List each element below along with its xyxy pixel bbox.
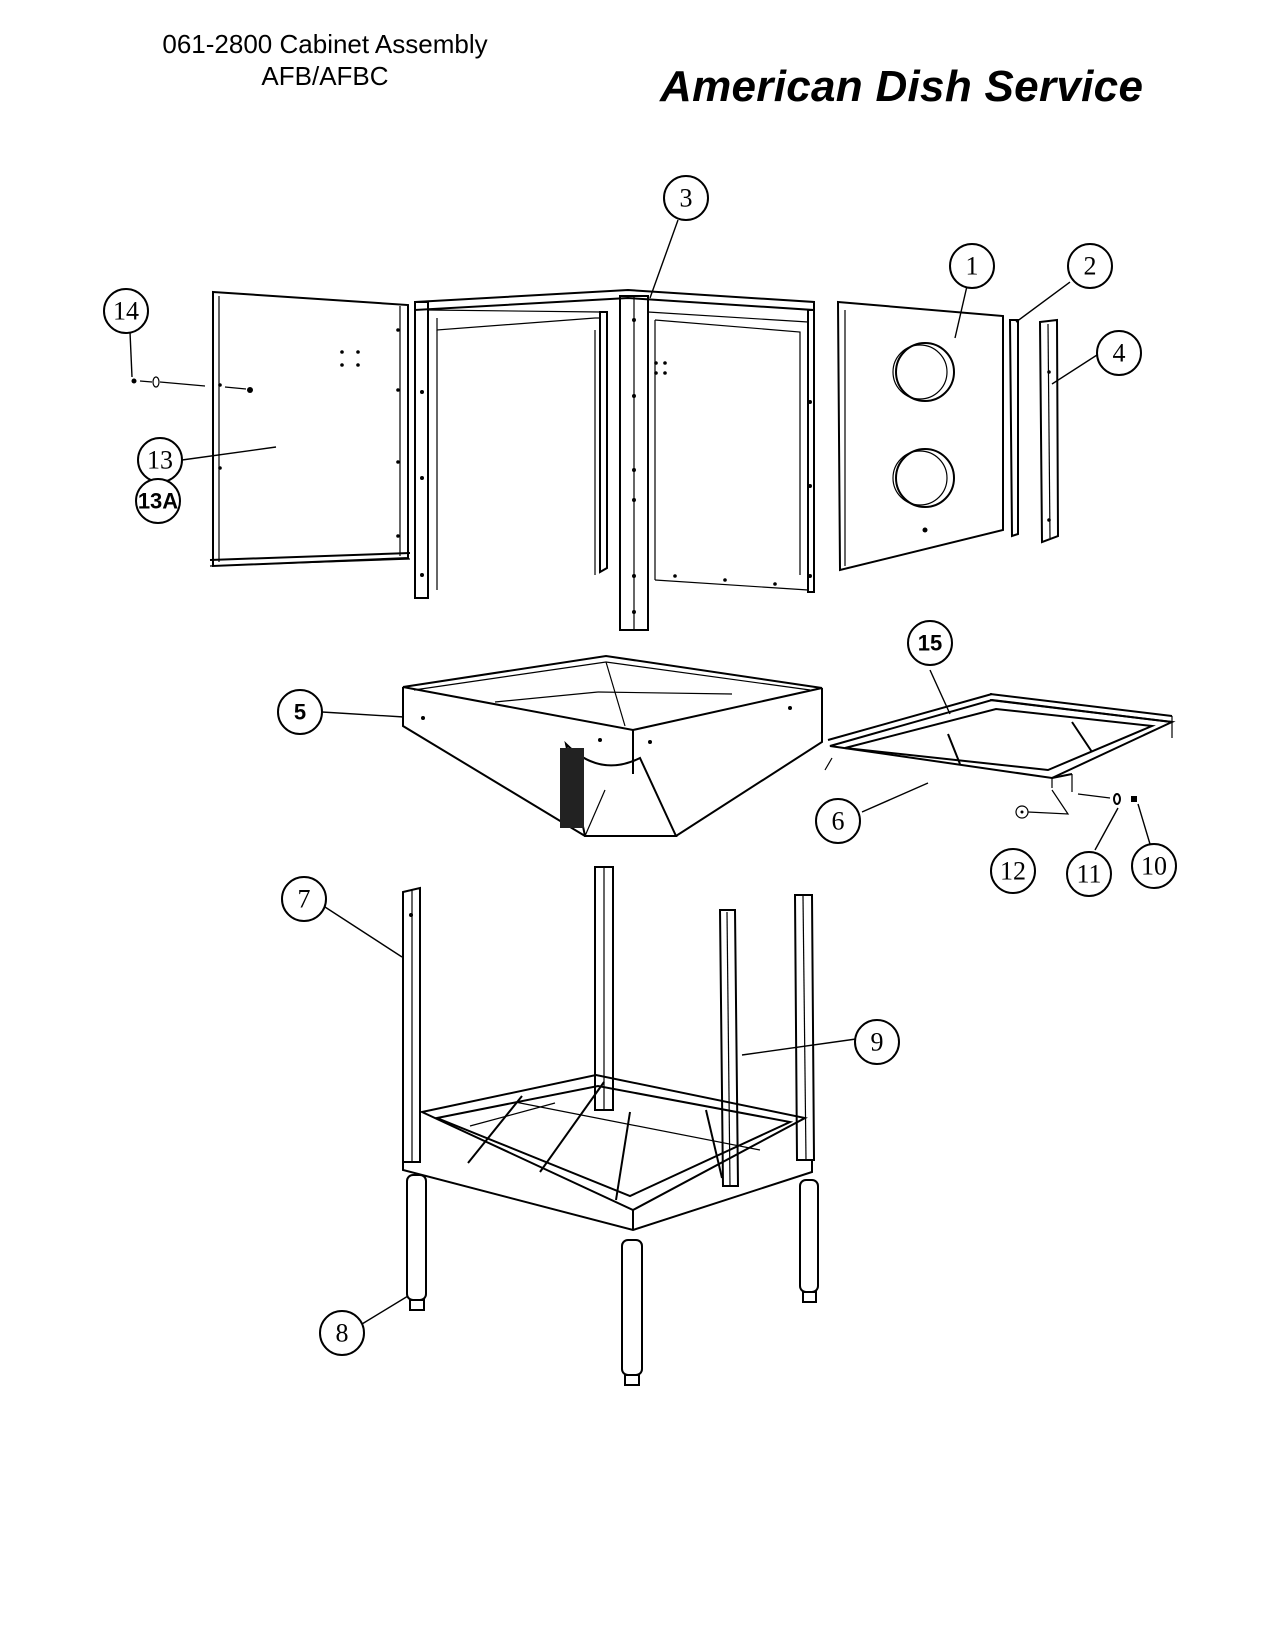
title-line-2: AFB/AFBC — [261, 61, 389, 91]
part-15-rack-frame — [824, 693, 1176, 792]
part-14-knob-hardware — [131, 376, 247, 390]
callout-4-label: 4 — [1113, 339, 1126, 368]
callout-2-label: 2 — [1084, 252, 1097, 281]
leader-lines — [129, 219, 1151, 1325]
callout-8-label: 8 — [336, 1319, 349, 1348]
callout-12: 12 — [990, 848, 1036, 894]
callout-3-label: 3 — [680, 184, 693, 213]
callout-12-label: 12 — [1000, 857, 1026, 886]
callout-6-label: 6 — [832, 807, 845, 836]
part-stand-frame — [402, 1073, 813, 1232]
part-8-leg — [406, 1174, 819, 1386]
callout-5: 5 — [277, 689, 323, 735]
callout-14-label: 14 — [113, 297, 139, 326]
callout-7-label: 7 — [298, 885, 311, 914]
part-10-12-fasteners — [1015, 789, 1137, 819]
callout-15-label: 15 — [918, 631, 942, 656]
callout-11: 11 — [1066, 851, 1112, 897]
callout-15: 15 — [907, 620, 953, 666]
callout-4: 4 — [1096, 330, 1142, 376]
part-5-hopper — [402, 654, 823, 837]
callout-8: 8 — [319, 1310, 365, 1356]
part-rear-post — [594, 866, 614, 1111]
callout-1-label: 1 — [966, 252, 979, 281]
callout-11-label: 11 — [1076, 860, 1101, 889]
callout-10: 10 — [1131, 843, 1177, 889]
callout-7: 7 — [281, 876, 327, 922]
part-7-upright-post — [402, 886, 421, 1163]
callout-3: 3 — [663, 175, 709, 221]
part-13-door-panel — [209, 290, 411, 568]
callout-9: 9 — [854, 1019, 900, 1065]
callout-9-label: 9 — [871, 1028, 884, 1057]
part-1-front-panel — [836, 300, 1004, 572]
callout-13-label: 13 — [147, 446, 173, 475]
part-3-cabinet-frame — [414, 288, 815, 631]
callout-10-label: 10 — [1141, 852, 1167, 881]
callout-13a: 13A — [135, 478, 181, 524]
callout-13a-label: 13A — [138, 489, 178, 514]
title-line-1: 061-2800 Cabinet Assembly — [162, 29, 488, 59]
part-4-trim-channel — [1038, 318, 1060, 544]
callout-6: 6 — [815, 798, 861, 844]
part-9-upright-channel — [718, 894, 816, 1187]
callout-14: 14 — [103, 288, 149, 334]
callout-5-label: 5 — [294, 700, 306, 725]
part-2-gasket-strip — [1008, 319, 1019, 538]
drawing-title: 061-2800 Cabinet Assembly AFB/AFBC — [110, 28, 540, 92]
brand-name: American Dish Service — [660, 62, 1144, 111]
callout-1: 1 — [949, 243, 995, 289]
callout-2: 2 — [1067, 243, 1113, 289]
callout-13: 13 — [137, 437, 183, 483]
